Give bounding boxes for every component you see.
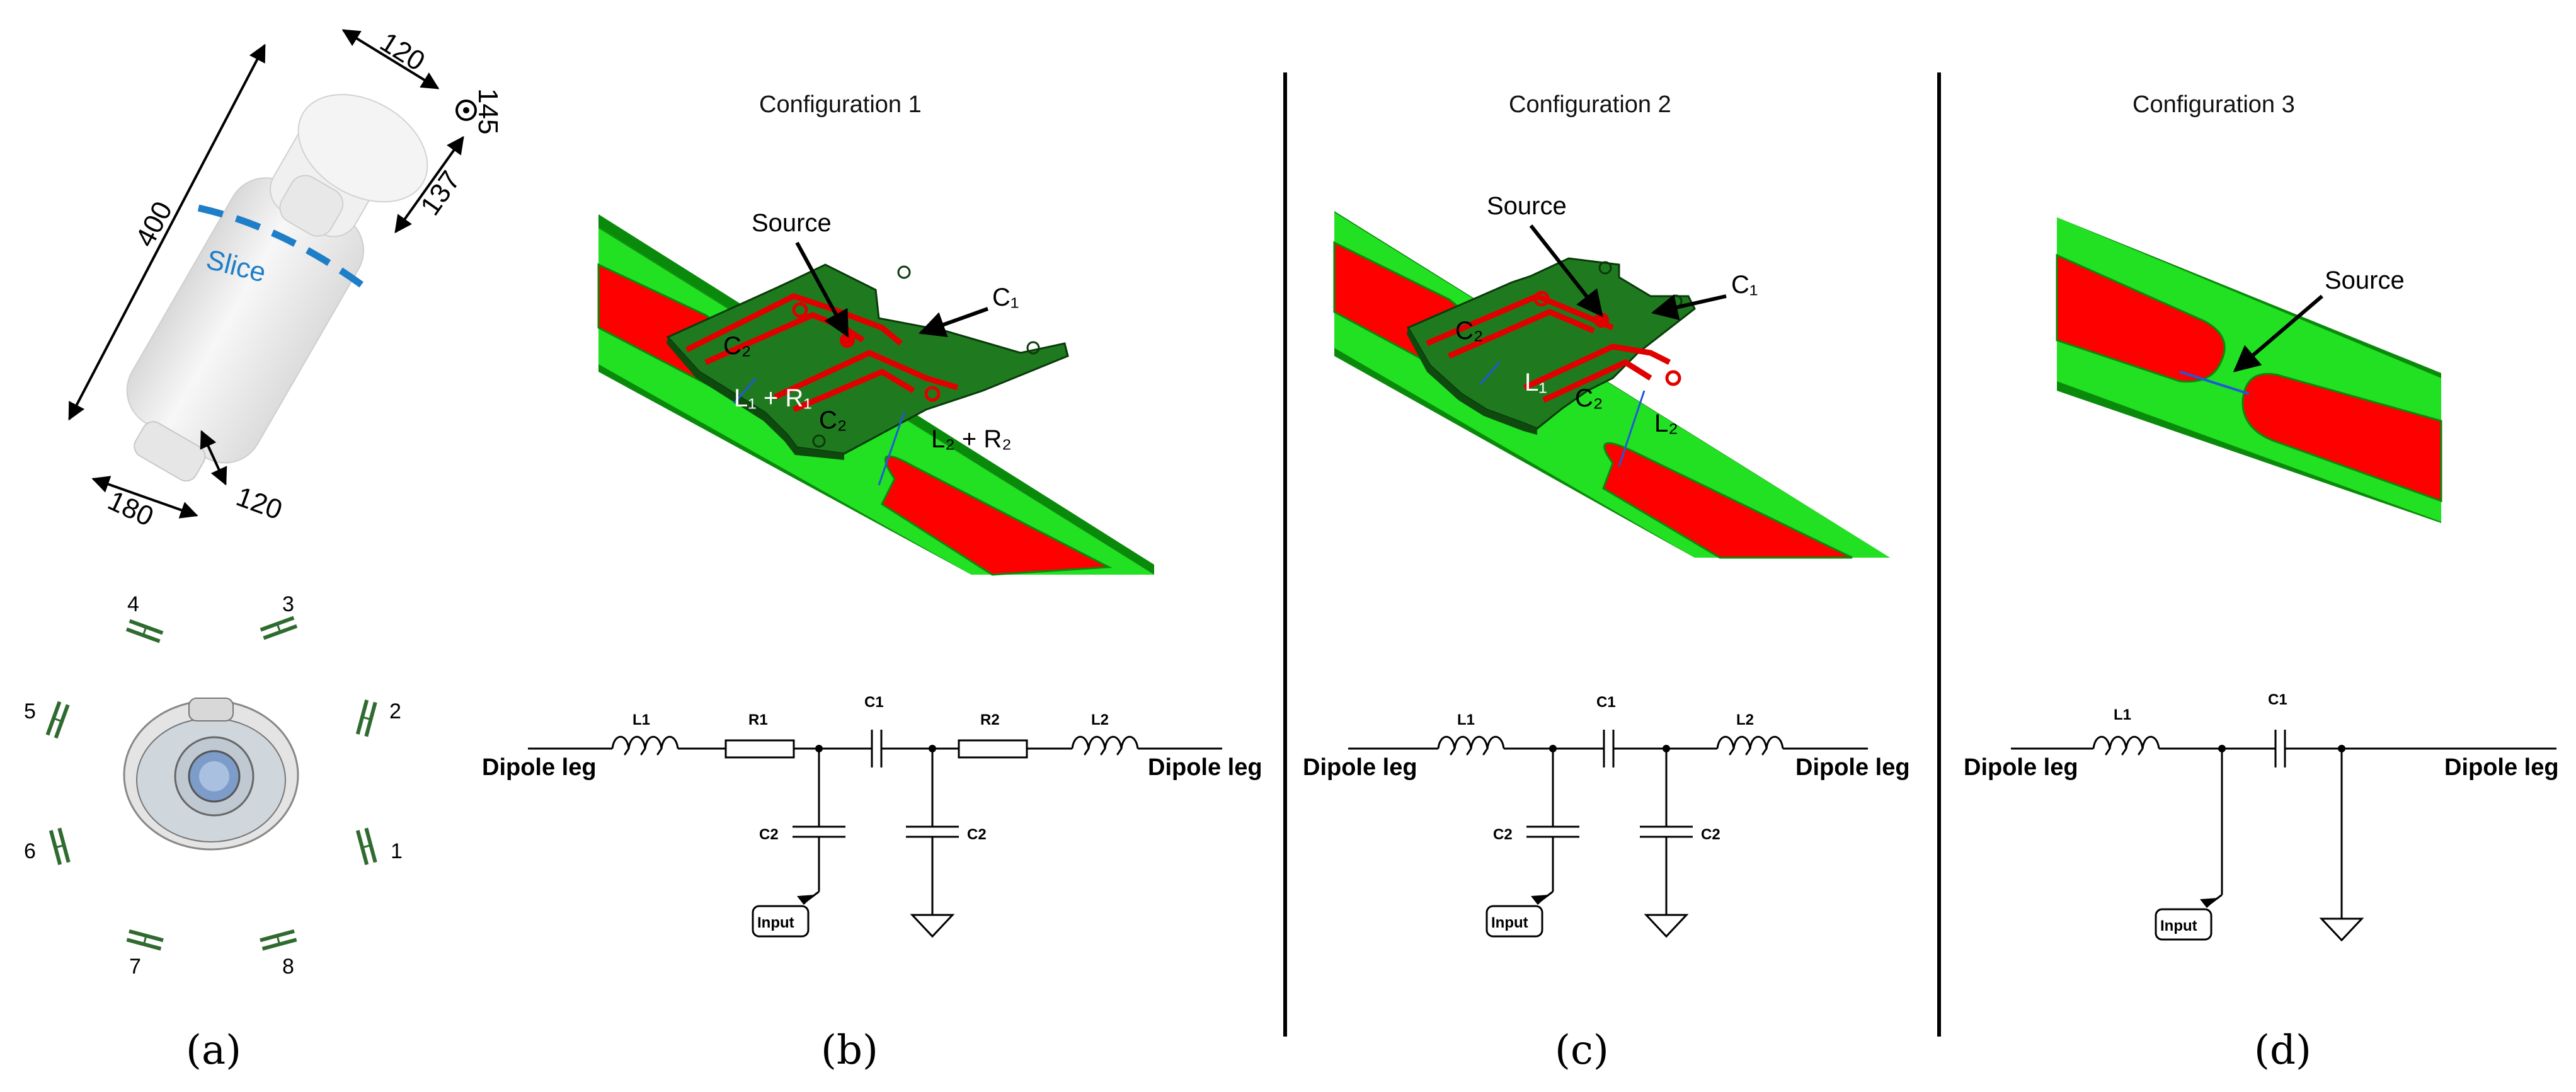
phantom-model — [126, 94, 428, 482]
config1-r2-resistor — [958, 739, 1028, 759]
config1-pcb-render — [597, 214, 1154, 576]
config3-input-box — [2155, 908, 2212, 941]
config2-source-arrow — [1529, 224, 1603, 318]
dimension-arrow-137 — [394, 135, 464, 234]
config2-l1-label: L₁ — [1525, 369, 1547, 396]
config1-source-arrow — [795, 241, 849, 338]
config2-circuit-c2-left: C2 — [1493, 826, 1513, 843]
phantom-top-view — [123, 698, 299, 851]
config3-source-label: Source — [2325, 267, 2405, 294]
config3-circuit — [2011, 730, 2556, 942]
config2-input-box — [1485, 905, 1543, 938]
config1-circuit-r1: R1 — [748, 711, 768, 728]
dipole-4 — [125, 619, 164, 643]
config2-circuit-l2: L2 — [1736, 711, 1754, 728]
dipole-2 — [355, 699, 377, 737]
config1-circuit-l1: L1 — [633, 711, 650, 728]
dipole-1-label: 1 — [391, 839, 403, 863]
dimension-120-bottom: 120 — [232, 481, 287, 526]
config2-source-label: Source — [1487, 192, 1567, 220]
config2-circuit-c2-right: C2 — [1701, 826, 1720, 843]
config1-circuit-input: Input — [757, 914, 794, 931]
config2-circuit-c1: C1 — [1596, 694, 1616, 711]
config3-ground-symbol — [2319, 917, 2364, 942]
config3-source-arrow — [2233, 294, 2323, 372]
dipole-8 — [260, 929, 297, 951]
dipole-1 — [355, 827, 377, 865]
config1-circuit-r2: R2 — [980, 711, 1000, 728]
config2-c1-label: C₁ — [1731, 271, 1758, 299]
dimension-arrow-180 — [91, 476, 198, 519]
config1-c1-arrow — [919, 307, 989, 338]
dimension-arrow-120-bottom — [200, 430, 227, 486]
config1-c1-label: C₁ — [992, 284, 1019, 311]
config3-circuit-input: Input — [2160, 917, 2197, 934]
dipole-7 — [126, 929, 164, 951]
dimension-120-top: 120 — [375, 26, 430, 77]
dipole-6 — [49, 827, 71, 865]
config1-c2-top-label: C₂ — [723, 332, 751, 360]
config3-source-gap — [2179, 371, 2250, 395]
config2-ground-symbol — [1644, 914, 1689, 938]
dimension-arrow-120-top — [341, 29, 440, 89]
config1-circuit-c2-right: C2 — [967, 826, 987, 843]
config3-title: Configuration 3 — [2132, 91, 2295, 118]
dipole-2-label: 2 — [389, 699, 401, 723]
dipole-3 — [260, 616, 298, 640]
config2-circuit-input: Input — [1491, 914, 1528, 931]
config3-dipole-leg-left: Dipole leg — [1964, 754, 2078, 781]
config2-l2-label: L₂ — [1654, 410, 1678, 437]
config2-c2-top-label: C₂ — [1455, 317, 1483, 345]
config1-circuit-c2-left: C2 — [759, 826, 779, 843]
config1-dipole-leg-right: Dipole leg — [1148, 754, 1262, 781]
config1-l1r1-label: L₁ + R₁ — [734, 384, 812, 412]
dimension-180: 180 — [103, 485, 158, 532]
config1-title: Configuration 1 — [759, 91, 922, 118]
config2-dipole-leg-left: Dipole leg — [1303, 754, 1417, 781]
dipole-3-label: 3 — [282, 592, 294, 616]
dipole-4-label: 4 — [127, 592, 139, 616]
config2-circuit — [1348, 730, 1868, 938]
config3-dipole-leg-right: Dipole leg — [2444, 754, 2559, 781]
config1-dipole-leg-left: Dipole leg — [482, 754, 597, 781]
panel-label-a: (a) — [186, 1027, 241, 1074]
dimension-arrow-400 — [68, 43, 266, 421]
out-of-plane-dot — [463, 107, 469, 113]
config1-ground-symbol — [910, 914, 955, 938]
config2-title: Configuration 2 — [1509, 91, 1671, 118]
config1-input-box — [752, 905, 810, 938]
dipole-7-label: 7 — [129, 955, 141, 979]
panel-label-d: (d) — [2254, 1027, 2311, 1074]
dimension-400: 400 — [130, 197, 179, 252]
config1-circuit-c1: C1 — [864, 694, 884, 711]
config3-pcb-render — [2056, 217, 2442, 523]
config2-dipole-leg-right: Dipole leg — [1795, 754, 1910, 781]
config2-circuit-l1: L1 — [1457, 711, 1475, 728]
panel-b: Configuration 1 Source C₁ C₂ C — [482, 91, 1262, 938]
dimension-145: 145 — [472, 88, 503, 134]
out-of-plane-symbol — [455, 100, 477, 121]
dipole-5-label: 5 — [24, 699, 36, 723]
config3-circuit-l1: L1 — [2114, 706, 2131, 723]
dipole-8-label: 8 — [282, 955, 294, 979]
panel-a: Slice 400 120 145 137 180 120 1 — [24, 26, 503, 979]
panel-c: Configuration 2 Source C₁ C₂ C₂ L₁ L — [1303, 91, 1910, 938]
panel-label-c: (c) — [1555, 1027, 1609, 1074]
dipole-6-label: 6 — [24, 839, 36, 863]
config1-source-label: Source — [752, 209, 832, 237]
config2-c2-bottom-label: C₂ — [1575, 384, 1603, 412]
config1-c2-bottom-label: C₂ — [819, 406, 847, 434]
dipole-5 — [45, 701, 70, 739]
config2-pcb-render — [1333, 211, 1890, 559]
config1-circuit-l2: L2 — [1091, 711, 1109, 728]
config3-circuit-c1: C1 — [2268, 691, 2287, 708]
config1-circuit — [528, 730, 1222, 938]
config2-c1-arrow — [1651, 294, 1727, 321]
config1-r1-resistor — [724, 739, 795, 759]
config1-l2r2-label: L₂ + R₂ — [931, 425, 1012, 453]
panel-d: Configuration 3 Source L1 C1 — [1964, 91, 2559, 942]
panel-label-b: (b) — [821, 1027, 878, 1074]
